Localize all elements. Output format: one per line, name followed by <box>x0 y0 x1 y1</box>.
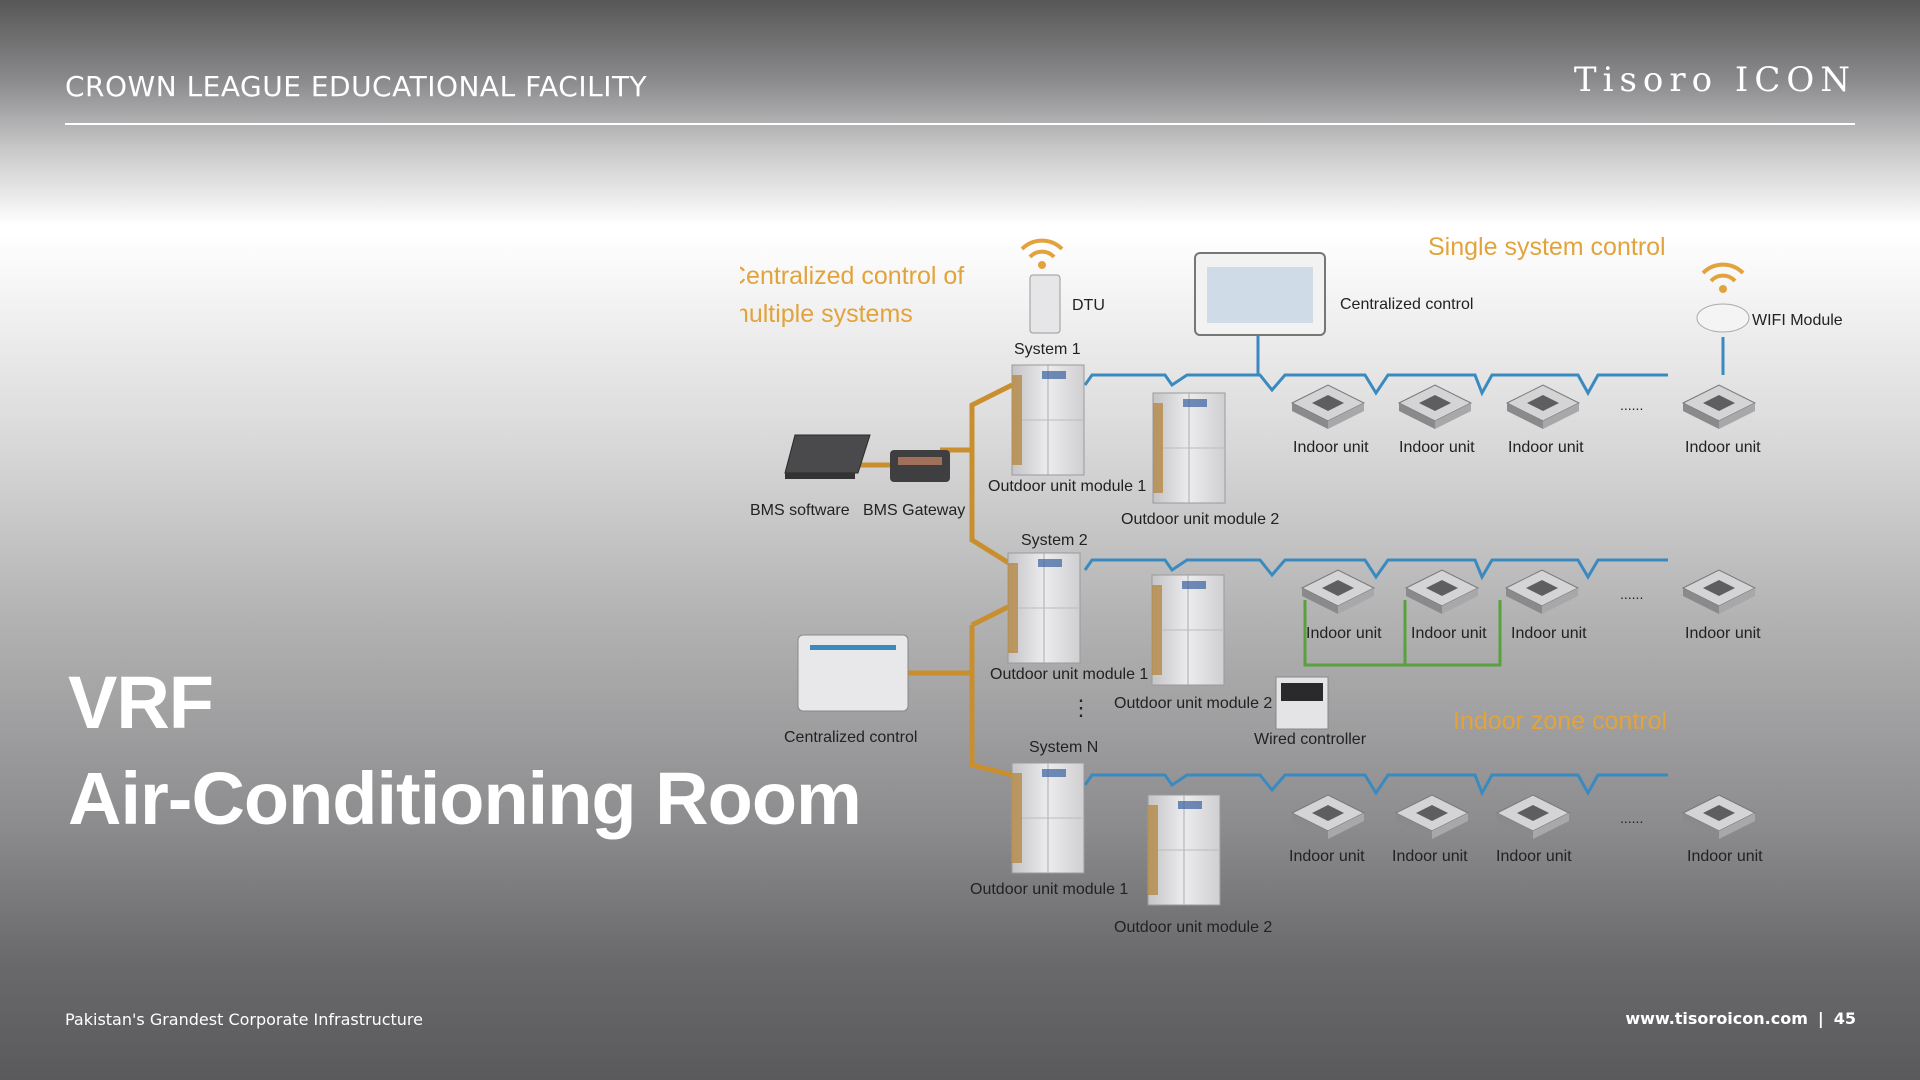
footer-right: www.tisoroicon.com | 45 <box>1625 1009 1856 1028</box>
system1-outdoor-module1 <box>1011 364 1085 476</box>
bms-gateway-label: BMS Gateway <box>863 502 965 519</box>
bms-laptop-base <box>785 473 855 479</box>
systemN-outdoor-module1 <box>1011 762 1085 874</box>
page-number: 45 <box>1833 1009 1856 1028</box>
wifi-module-label: WIFI Module <box>1752 312 1843 329</box>
system2-pipe <box>1083 558 1668 581</box>
systemN-indoor-unit <box>1291 794 1365 840</box>
wired-controller-label: Wired controller <box>1254 731 1367 748</box>
system1-indoor-label: Indoor unit <box>1685 439 1761 456</box>
vertical-ellipsis: ⋮ <box>1070 695 1092 720</box>
central-control-top-label: Centralized control <box>1340 296 1473 313</box>
header-title: CROWN LEAGUE EDUCATIONAL FACILITY <box>65 70 648 103</box>
system2-outdoor-module2 <box>1151 574 1225 686</box>
system2-indoor-label: Indoor unit <box>1411 625 1487 642</box>
bms-laptop <box>784 434 871 474</box>
bms-gateway-strip <box>898 457 942 465</box>
system1-indoor-label: Indoor unit <box>1399 439 1475 456</box>
systemN-pipe <box>1083 773 1668 797</box>
panel-left-bar <box>810 645 896 650</box>
main-title-line2: Air-Conditioning Room <box>68 757 862 840</box>
zone-green-line <box>1303 600 1502 667</box>
heading-centralized-line1: Centralized control of <box>740 262 964 290</box>
system2-outdoor-module1 <box>1007 552 1081 664</box>
system1-indoor-unit <box>1398 384 1472 430</box>
system2-module2-label: Outdoor unit module 2 <box>1114 695 1272 712</box>
bms-trunk-line <box>940 382 1014 778</box>
wifi-module-device <box>1696 303 1750 333</box>
heading-centralized-line2: multiple systems <box>740 300 913 328</box>
heading-indoor-zone: Indoor zone control <box>1453 707 1667 735</box>
system2-indoor-label: Indoor unit <box>1306 625 1382 642</box>
system2-indoor-label: Indoor unit <box>1685 625 1761 642</box>
brand-logo: Tisoro ICON <box>1573 60 1856 100</box>
systemN-indoor-label: Indoor unit <box>1687 848 1763 865</box>
system2-ellipsis: ...... <box>1620 586 1643 602</box>
system2-name: System 2 <box>1021 532 1088 549</box>
footer-website[interactable]: www.tisoroicon.com <box>1625 1009 1808 1028</box>
main-title: VRF Air-Conditioning Room <box>68 655 862 847</box>
heading-single-system: Single system control <box>1428 233 1666 261</box>
system1-indoor-unit <box>1682 384 1756 430</box>
system1-module2-label: Outdoor unit module 2 <box>1121 511 1279 528</box>
wifi-module-icon <box>1701 262 1745 295</box>
wired-controller-screen <box>1281 683 1323 701</box>
central-panel-screen <box>1207 267 1313 323</box>
system1-pipe <box>1083 373 1668 397</box>
vrf-system-diagram: Centralized control of multiple systems … <box>740 233 1843 936</box>
systemN-indoor-unit <box>1496 794 1570 840</box>
systemN-indoor-unit <box>1395 794 1469 840</box>
systemN-indoor-unit <box>1682 794 1756 840</box>
main-title-line1: VRF <box>68 661 214 744</box>
bms-software-label: BMS software <box>750 502 850 519</box>
systemN-outdoor-module2 <box>1147 794 1221 906</box>
dtu-device <box>1029 274 1061 334</box>
header-divider <box>65 123 1855 125</box>
system1-indoor-label: Indoor unit <box>1508 439 1584 456</box>
system1-indoor-unit <box>1506 384 1580 430</box>
system1-ellipsis: ...... <box>1620 397 1643 413</box>
systemN-indoor-label: Indoor unit <box>1392 848 1468 865</box>
footer-tagline: Pakistan's Grandest Corporate Infrastruc… <box>65 1010 423 1029</box>
systemN-ellipsis: ...... <box>1620 810 1643 826</box>
system2-indoor-unit <box>1301 569 1375 615</box>
system1-module1-label: Outdoor unit module 1 <box>988 478 1146 495</box>
dtu-label: DTU <box>1072 297 1105 314</box>
system2-indoor-label: Indoor unit <box>1511 625 1587 642</box>
system2-indoor-unit <box>1682 569 1756 615</box>
systemN-module2-label: Outdoor unit module 2 <box>1114 919 1272 936</box>
system1-outdoor-module2 <box>1152 392 1226 504</box>
bms-gateway <box>890 450 950 482</box>
system1-name: System 1 <box>1014 341 1081 358</box>
dtu-wifi-icon <box>1020 238 1064 271</box>
system2-indoor-unit <box>1505 569 1579 615</box>
systemN-name: System N <box>1029 739 1098 756</box>
system2-module1-label: Outdoor unit module 1 <box>990 666 1148 683</box>
system1-indoor-label: Indoor unit <box>1293 439 1369 456</box>
system1-indoor-unit <box>1291 384 1365 430</box>
footer-separator: | <box>1817 1009 1824 1028</box>
central-control-left-label: Centralized control <box>784 729 917 746</box>
systemN-indoor-label: Indoor unit <box>1496 848 1572 865</box>
systemN-indoor-label: Indoor unit <box>1289 848 1365 865</box>
systemN-module1-label: Outdoor unit module 1 <box>970 881 1128 898</box>
central-control-panel-left <box>797 634 909 712</box>
system2-indoor-unit <box>1405 569 1479 615</box>
